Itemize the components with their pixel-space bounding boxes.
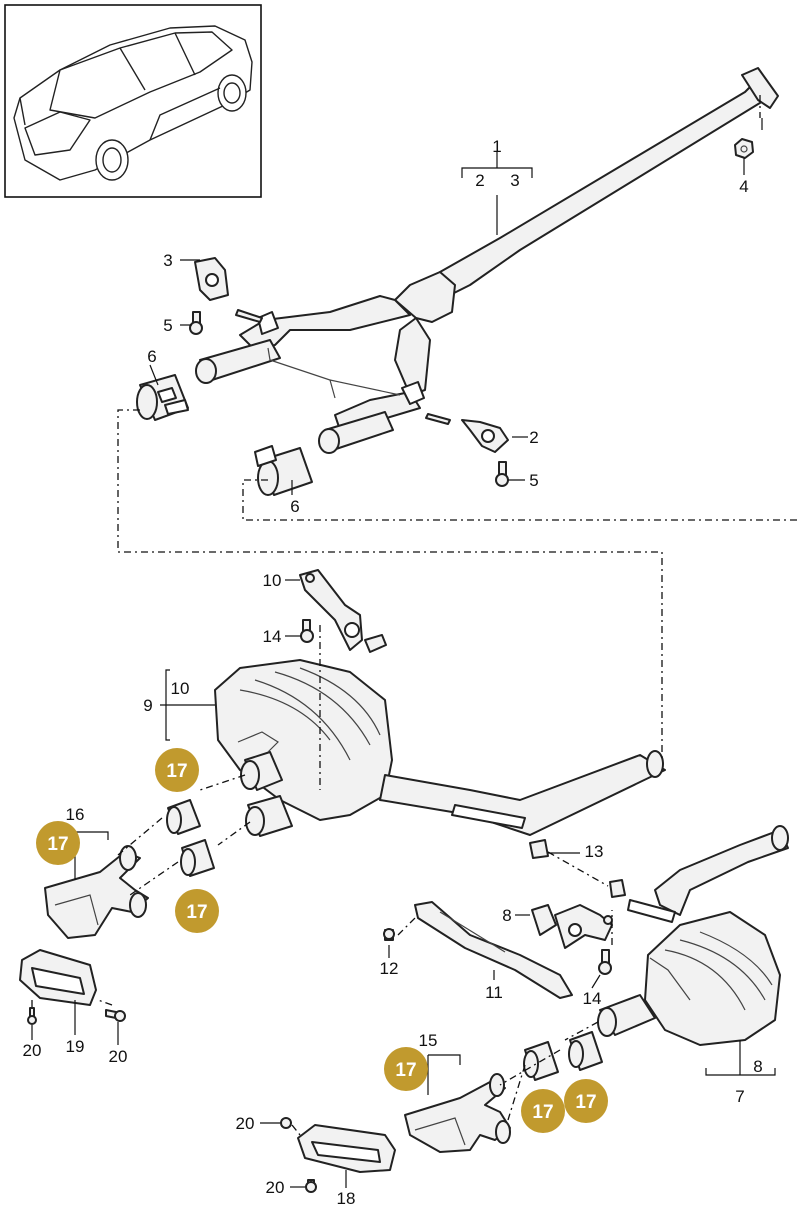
front-pipe-assembly: [195, 67, 779, 454]
clamp-part-17-right-b: [568, 1031, 603, 1071]
label-part-13: 13: [585, 842, 604, 861]
bolt-part-14-right: [598, 949, 612, 975]
screw-part-20-b: [105, 1009, 126, 1022]
badge-17: 17: [384, 1047, 428, 1091]
label-part-6-left: 6: [147, 347, 156, 366]
label-part-14-left: 14: [263, 627, 282, 646]
bolt-part-5-left: [189, 311, 203, 335]
screw-part-12: [383, 928, 395, 941]
label-part-1: 1: [492, 137, 501, 156]
tail-trim-part-18: [297, 1124, 396, 1173]
label-part-16: 16: [66, 805, 85, 824]
label-part-9: 9: [143, 696, 152, 715]
badge-label: 17: [532, 1102, 553, 1123]
badges: 17 17 17 17 17 17: [36, 748, 608, 1133]
badge-circle: [521, 1089, 565, 1133]
label-part-10-hanger: 10: [263, 571, 282, 590]
badge-label: 17: [395, 1060, 416, 1081]
label-part-20-d: 20: [266, 1178, 285, 1197]
clamp-part-6-right: [254, 445, 313, 496]
badge-label: 17: [575, 1092, 596, 1113]
hanger-bracket-right: [425, 413, 509, 453]
pad-part-13: [529, 839, 626, 898]
screw-part-20-c: [280, 1117, 292, 1129]
label-part-4: 4: [739, 177, 748, 196]
bracket-part-11: [414, 901, 573, 999]
nut-part-4: [734, 138, 754, 159]
tail-trim-part-19: [19, 949, 97, 1006]
label-part-1-sub-2: 2: [475, 171, 484, 190]
badge-circle: [384, 1047, 428, 1091]
part-labels: 1 2 3 4 3 5 6 2 5 6 10 14 9 10 16 13 8 1…: [23, 137, 763, 1208]
clamp-part-17-left-a: [166, 799, 201, 835]
badge-17: 17: [155, 748, 199, 792]
label-part-18: 18: [337, 1189, 356, 1208]
label-part-6-right: 6: [290, 497, 299, 516]
rear-muffler-right: [597, 825, 789, 1046]
clamp-part-6-left: [136, 374, 189, 421]
tailpipe-part-16: [44, 845, 149, 939]
label-part-14-right: 14: [583, 989, 602, 1008]
label-part-8-left: 8: [502, 906, 511, 925]
badge-17: 17: [175, 889, 219, 933]
leader-lines: [31, 152, 776, 1188]
label-part-1-sub-3: 3: [510, 171, 519, 190]
badge-17: 17: [36, 821, 80, 865]
label-part-12: 12: [380, 959, 399, 978]
label-part-20-a: 20: [23, 1041, 42, 1060]
bolt-part-5-right: [495, 461, 509, 487]
badge-circle: [564, 1079, 608, 1123]
label-part-5-right: 5: [529, 471, 538, 490]
label-part-15: 15: [419, 1031, 438, 1050]
badge-label: 17: [166, 761, 187, 782]
badge-circle: [175, 889, 219, 933]
vehicle-thumbnail: [4, 4, 262, 198]
hanger-part-8: [531, 904, 613, 949]
right-muffler-inlet-pipe: [654, 829, 789, 916]
screw-part-20-a: [27, 1007, 37, 1025]
left-muffler-inlet-pipe: [379, 754, 666, 836]
label-part-7: 7: [735, 1087, 744, 1106]
badge-label: 17: [186, 902, 207, 923]
label-part-11: 11: [485, 983, 503, 1002]
badge-circle: [155, 748, 199, 792]
label-part-19: 19: [66, 1037, 85, 1056]
label-part-2: 2: [529, 428, 538, 447]
bolt-part-14-left: [300, 619, 314, 643]
hanger-part-10: [299, 569, 387, 653]
label-part-3: 3: [163, 251, 172, 270]
label-part-20-b: 20: [109, 1047, 128, 1066]
badge-17: 17: [564, 1079, 608, 1123]
label-part-20-c: 20: [236, 1114, 255, 1133]
screw-part-20-d: [305, 1179, 317, 1193]
label-part-8-right: 8: [753, 1057, 762, 1076]
badge-17: 17: [521, 1089, 565, 1133]
car-thumbnail-icon: [13, 25, 253, 181]
label-part-5-left: 5: [163, 316, 172, 335]
rear-muffler-left: [214, 659, 666, 837]
badge-circle: [36, 821, 80, 865]
badge-label: 17: [47, 834, 68, 855]
label-part-9-sub-10: 10: [171, 679, 190, 698]
clamp-part-17-left-b: [180, 839, 215, 877]
front-flange: [741, 67, 779, 109]
assembly-lines: [31, 95, 800, 1136]
hanger-bracket-left: [194, 257, 263, 323]
tailpipe-part-15: [404, 1073, 511, 1153]
